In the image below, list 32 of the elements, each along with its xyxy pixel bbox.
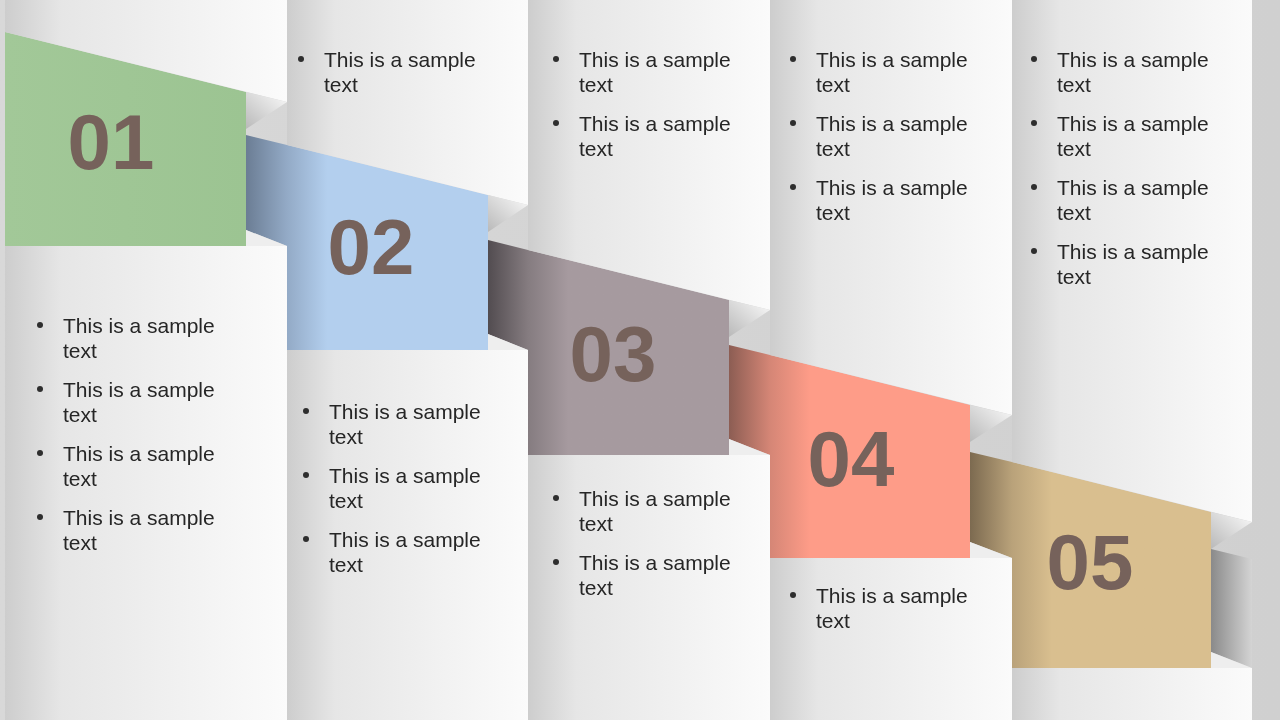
paper-panel: [528, 0, 770, 310]
bullet-text: This is a sample text: [579, 111, 732, 161]
bullet-text: This is a sample text: [329, 399, 482, 449]
step-number: 05: [1046, 523, 1134, 601]
bullet-text: This is a sample text: [1057, 239, 1210, 289]
paper-panel: [528, 455, 770, 720]
step-number: 03: [569, 315, 657, 393]
step-number: 01: [67, 103, 155, 181]
paper-panel: [287, 350, 528, 720]
step-number: 02: [327, 208, 415, 286]
bullet-text: This is a sample text: [63, 441, 216, 491]
bullet-text: This is a sample text: [579, 486, 732, 536]
paper-panel: [5, 246, 287, 720]
bullet-text: This is a sample text: [63, 377, 216, 427]
bullet-text: This is a sample text: [329, 463, 482, 513]
bullet-text: This is a sample text: [816, 583, 969, 633]
bullet-text: This is a sample text: [816, 175, 969, 225]
bullet-text: This is a sample text: [816, 47, 969, 97]
bullet-text: This is a sample text: [579, 550, 732, 600]
bullet-text: This is a sample text: [1057, 175, 1210, 225]
bullet-text: This is a sample text: [63, 313, 216, 363]
paper-panel: [770, 558, 1012, 720]
bullet-text: This is a sample text: [329, 527, 482, 577]
bullet-text: This is a sample text: [324, 47, 477, 97]
bullet-text: This is a sample text: [579, 47, 732, 97]
bullet-text: This is a sample text: [1057, 47, 1210, 97]
paper-panel: [1012, 0, 1252, 522]
step-number: 04: [807, 420, 895, 498]
bullet-text: This is a sample text: [816, 111, 969, 161]
bullet-text: This is a sample text: [63, 505, 216, 555]
paper-panel: [770, 0, 1012, 415]
bullet-text: This is a sample text: [1057, 111, 1210, 161]
